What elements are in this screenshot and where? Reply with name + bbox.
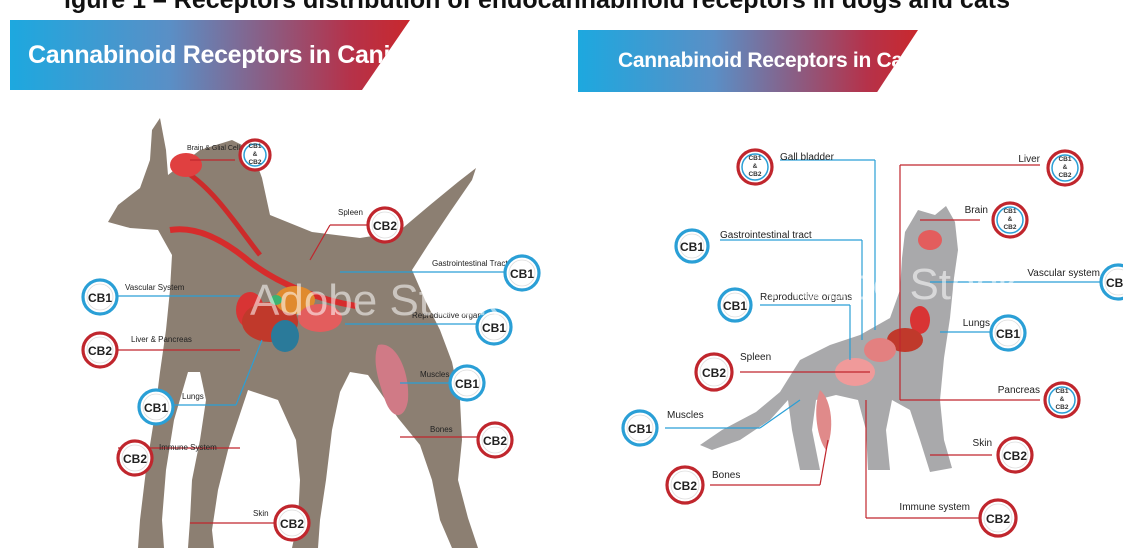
canine-label-skin: Skin (253, 509, 269, 518)
canine-badge: CB1 (83, 280, 117, 314)
cat-badge-text: & (1008, 216, 1013, 223)
canine-badge: CB2 (118, 441, 152, 475)
cat-badge: CB1&CB2CB1 & CB2 (1045, 383, 1079, 417)
watermark-right: Adobe Stock (770, 260, 1020, 310)
canine-badge: CB2 (83, 333, 117, 367)
cat-badge: CB1&CB2CB1 & CB2 (993, 203, 1027, 237)
canine-badge-text: CB2 (248, 159, 261, 166)
cat-badge: CB1&CB2CB1 & CB2 (1048, 151, 1082, 185)
canine-badge: CB1 (450, 366, 484, 400)
cat-brain (918, 230, 942, 250)
canine-badge-text: CB1 (248, 143, 261, 150)
cat-badge-text: CB2 (673, 479, 697, 493)
cat-badge: CB1 (676, 230, 708, 262)
cat-badge-text: CB2 (1003, 449, 1027, 463)
canine-badge: CB2 (368, 208, 402, 242)
cat-illustration (700, 206, 958, 472)
canine-label-vascular-system: Vascular System (125, 283, 185, 292)
dog-illustration (108, 118, 478, 548)
cat-badge-text: CB2 (702, 366, 726, 380)
canine-badge: CB1&CB2CB1 & CB2 (240, 140, 270, 170)
cat-label-pancreas: Pancreas (998, 385, 1040, 396)
cat-label-vascular-system: Vascular system (1027, 268, 1100, 279)
cat-label-immune-system: Immune system (899, 502, 970, 513)
canine-label-brain-glial-cells: Brain & Glial Cells (187, 145, 244, 152)
canine-badge: CB1 (139, 390, 173, 424)
canine-label-immune-system: Immune System (159, 443, 217, 452)
cat-badge-text: CB1 (1003, 208, 1016, 215)
cat-badge-text: CB1 (680, 240, 704, 254)
cat-badge-text: CB2 (1058, 172, 1071, 179)
dog-brain (170, 153, 202, 177)
cat-label-bones: Bones (712, 470, 740, 481)
canine-label-gastrointestinal-tract: Gastrointestinal Tract (432, 259, 508, 268)
cat-label-spleen: Spleen (740, 352, 771, 363)
cat-badge: CB1 (1101, 265, 1123, 299)
cat-badge-text: & (1060, 396, 1065, 403)
canine-label-liver-pancreas: Liver & Pancreas (131, 335, 192, 344)
cat-badge-text: CB2 (1055, 404, 1068, 411)
cat-badge: CB1 (991, 316, 1025, 350)
canine-label-lungs: Lungs (182, 392, 204, 401)
cat-badge-text: CB1 (628, 422, 652, 436)
canine-badge-text: CB1 (144, 401, 168, 415)
canine-label-bones: Bones (430, 425, 453, 434)
canine-label-muscles: Muscles (420, 370, 449, 379)
cat-label-brain: Brain (965, 205, 988, 216)
cat-badge-text: CB2 (748, 171, 761, 178)
cat-badge: CB2 (998, 438, 1032, 472)
cat-badge: CB2 (667, 467, 703, 503)
cat-stomach (864, 338, 896, 362)
canine-badge-text: CB2 (88, 344, 112, 358)
cat-label-liver: Liver (1018, 154, 1040, 165)
canine-badge-text: CB2 (280, 517, 304, 531)
canine-badge-text: CB1 (510, 267, 534, 281)
cat-label-gastrointestinal-tract: Gastrointestinal tract (720, 230, 812, 241)
canine-badge-text: & (253, 151, 258, 158)
cat-badge: CB2 (980, 500, 1016, 536)
cat-leg-muscle (816, 390, 831, 450)
canine-badge-text: CB1 (455, 377, 479, 391)
cat-badge-text: & (1063, 164, 1068, 171)
cat-badge-text: CB1 (996, 327, 1020, 341)
canine-badge-text: CB1 (88, 291, 112, 305)
canine-badge: CB2 (478, 423, 512, 457)
cat-badge-text: CB1 (1058, 156, 1071, 163)
watermark-left: Adobe Stock (250, 276, 500, 326)
canine-badge-text: CB2 (123, 452, 147, 466)
cat-badge: CB1&CB2CB1 & CB2 (738, 150, 772, 184)
cat-badge-text: CB2 (1003, 224, 1016, 231)
canine-badge-text: CB2 (483, 434, 507, 448)
canine-label-spleen: Spleen (338, 208, 363, 217)
cat-badge-text: CB1 (1055, 388, 1068, 395)
cat-badge-text: CB2 (986, 512, 1010, 526)
cat-badge-text: CB1 (723, 299, 747, 313)
cat-badge-text: CB1 (1106, 276, 1123, 290)
canine-badge-text: CB2 (373, 219, 397, 233)
cat-badge: CB1 (623, 411, 657, 445)
canine-badge: CB2 (275, 506, 309, 540)
cat-badge: CB1 (719, 289, 751, 321)
cat-label-muscles: Muscles (667, 410, 704, 421)
cat-badge-text: CB1 (748, 155, 761, 162)
cat-label-lungs: Lungs (963, 318, 990, 329)
cat-label-skin: Skin (973, 438, 992, 449)
cat-label-gall-bladder: Gall bladder (780, 152, 835, 163)
cat-badge-text: & (753, 163, 758, 170)
cat-badge: CB2 (696, 354, 732, 390)
canine-badge: CB1 (505, 256, 539, 290)
